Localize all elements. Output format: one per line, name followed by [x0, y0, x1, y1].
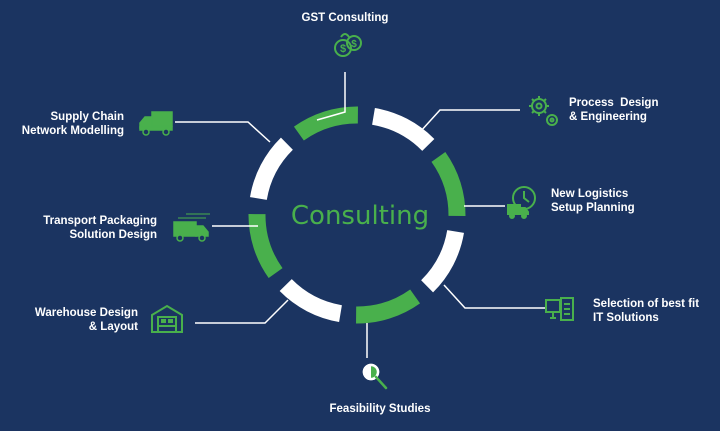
magnifier-icon [362, 363, 388, 390]
connector-supplychain [175, 121, 271, 143]
svg-text:$: $ [351, 39, 357, 50]
ring-segment-4 [420, 229, 464, 293]
label-new-logistics: New Logistics Setup Planning [551, 187, 635, 215]
label-line: Network Modelling [21, 125, 124, 137]
label-line: Transport Packaging [43, 215, 157, 227]
delivery-van-icon [173, 213, 210, 242]
label-process-design: Process Design & Engineering [569, 96, 658, 124]
connector-process [419, 109, 520, 133]
label-line: Feasibility Studies [329, 403, 431, 415]
label-supply-chain: Supply Chain Network Modelling [0, 110, 124, 138]
label-gst-consulting: GST Consulting [285, 11, 405, 25]
computer-checklist-icon [545, 297, 574, 321]
center-title: Consulting [290, 201, 430, 231]
ring-segment-6 [279, 278, 343, 322]
ring-segment-2 [371, 108, 435, 152]
money-coins-icon: $ $ [334, 33, 362, 57]
label-line: GST Consulting [301, 12, 389, 24]
svg-text:$: $ [340, 43, 346, 55]
label-line: & Engineering [569, 111, 647, 123]
label-line: Solution Design [69, 229, 157, 241]
label-line: Selection of best fit [593, 298, 700, 310]
segmented-ring [248, 106, 466, 324]
label-line: Process Design [569, 97, 659, 109]
ring-segment-5 [355, 289, 421, 324]
clock-truck-icon [507, 186, 536, 219]
label-line: & Layout [88, 321, 138, 333]
ring-segment-1 [293, 106, 359, 141]
label-feasibility-studies: Feasibility Studies [310, 402, 450, 416]
connector-warehouse [195, 299, 289, 324]
truck-icon [139, 111, 173, 136]
label-line: Setup Planning [551, 202, 635, 214]
connector-it [443, 284, 545, 309]
ring-segment-7 [248, 213, 283, 279]
label-line: New Logistics [551, 188, 629, 200]
label-it-solutions: Selection of best fit IT Solutions [593, 297, 699, 325]
connector-lines [175, 72, 545, 358]
label-line: Warehouse Design [34, 307, 138, 319]
label-line: IT Solutions [593, 312, 659, 324]
label-warehouse-design: Warehouse Design & Layout [0, 306, 138, 334]
ring-segment-8 [250, 137, 294, 201]
gears-icon [529, 96, 558, 126]
ring-segment-3 [431, 151, 466, 217]
label-transport-packaging: Transport Packaging Solution Design [0, 214, 157, 242]
connector-gst [316, 72, 346, 121]
warehouse-icon [151, 304, 183, 333]
label-line: Supply Chain [50, 111, 124, 123]
